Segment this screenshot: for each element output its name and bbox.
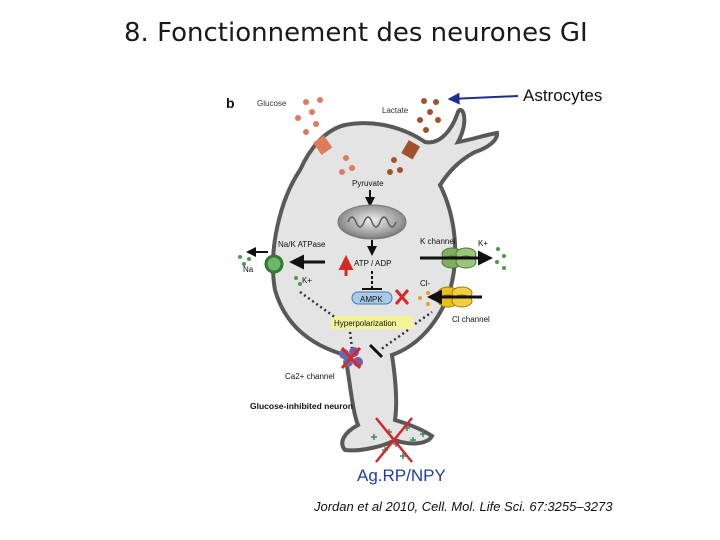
na-k-pump: [264, 254, 284, 274]
ampk-box: [351, 291, 393, 305]
pyruvate-label: Pyruvate: [352, 179, 384, 188]
ampk-block-x: [394, 289, 410, 305]
na-ions: [238, 255, 251, 266]
lactate-molecules: [387, 98, 441, 175]
slide-title: 8. Fonctionnement des neurones GI: [124, 18, 588, 48]
lactate-transporter: [401, 140, 421, 160]
panel-letter: b: [226, 95, 235, 111]
glucose-transporter: [313, 135, 333, 155]
astrocytes-label: Astrocytes: [523, 86, 603, 105]
agrp-npy-label: Ag.RP/NPY: [357, 466, 446, 485]
atp-adp-label: ATP / ADP: [354, 259, 392, 268]
k-plus-left-label: K+: [302, 276, 312, 285]
k-ions-inside: [294, 276, 302, 286]
mitochondrion: [337, 204, 407, 240]
ampk-label: AMPK: [360, 295, 383, 304]
glucose-molecules: [295, 97, 355, 175]
glucose-label: Glucose: [257, 99, 287, 108]
cl-channel-label: Cl channel: [452, 315, 490, 324]
astrocytes-arrow: [447, 92, 519, 105]
hyperpolarization-label: Hyperpolarization: [334, 319, 396, 328]
k-plus-right-label: K+: [478, 239, 488, 248]
ca-channel-label: Ca2+ channel: [285, 372, 335, 381]
k-ions-outside: [495, 247, 506, 270]
inhibition-paths: [299, 290, 433, 352]
ca-block-x: [340, 346, 362, 370]
na-label: Na: [243, 265, 254, 274]
citation: Jordan et al 2010, Cell. Mol. Life Sci. …: [314, 499, 613, 514]
lactate-label: Lactate: [382, 106, 409, 115]
k-channel-label: K channel: [420, 237, 456, 246]
neuron-label: Glucose-inhibited neuron: [250, 401, 353, 411]
hyperpolarization-box: [331, 316, 413, 329]
na-k-atpase-label: Na/K ATPase: [278, 240, 326, 249]
cl-minus-label: Cl-: [420, 279, 431, 288]
terminal-block-x: [375, 417, 413, 463]
neuron-body: [271, 108, 500, 453]
